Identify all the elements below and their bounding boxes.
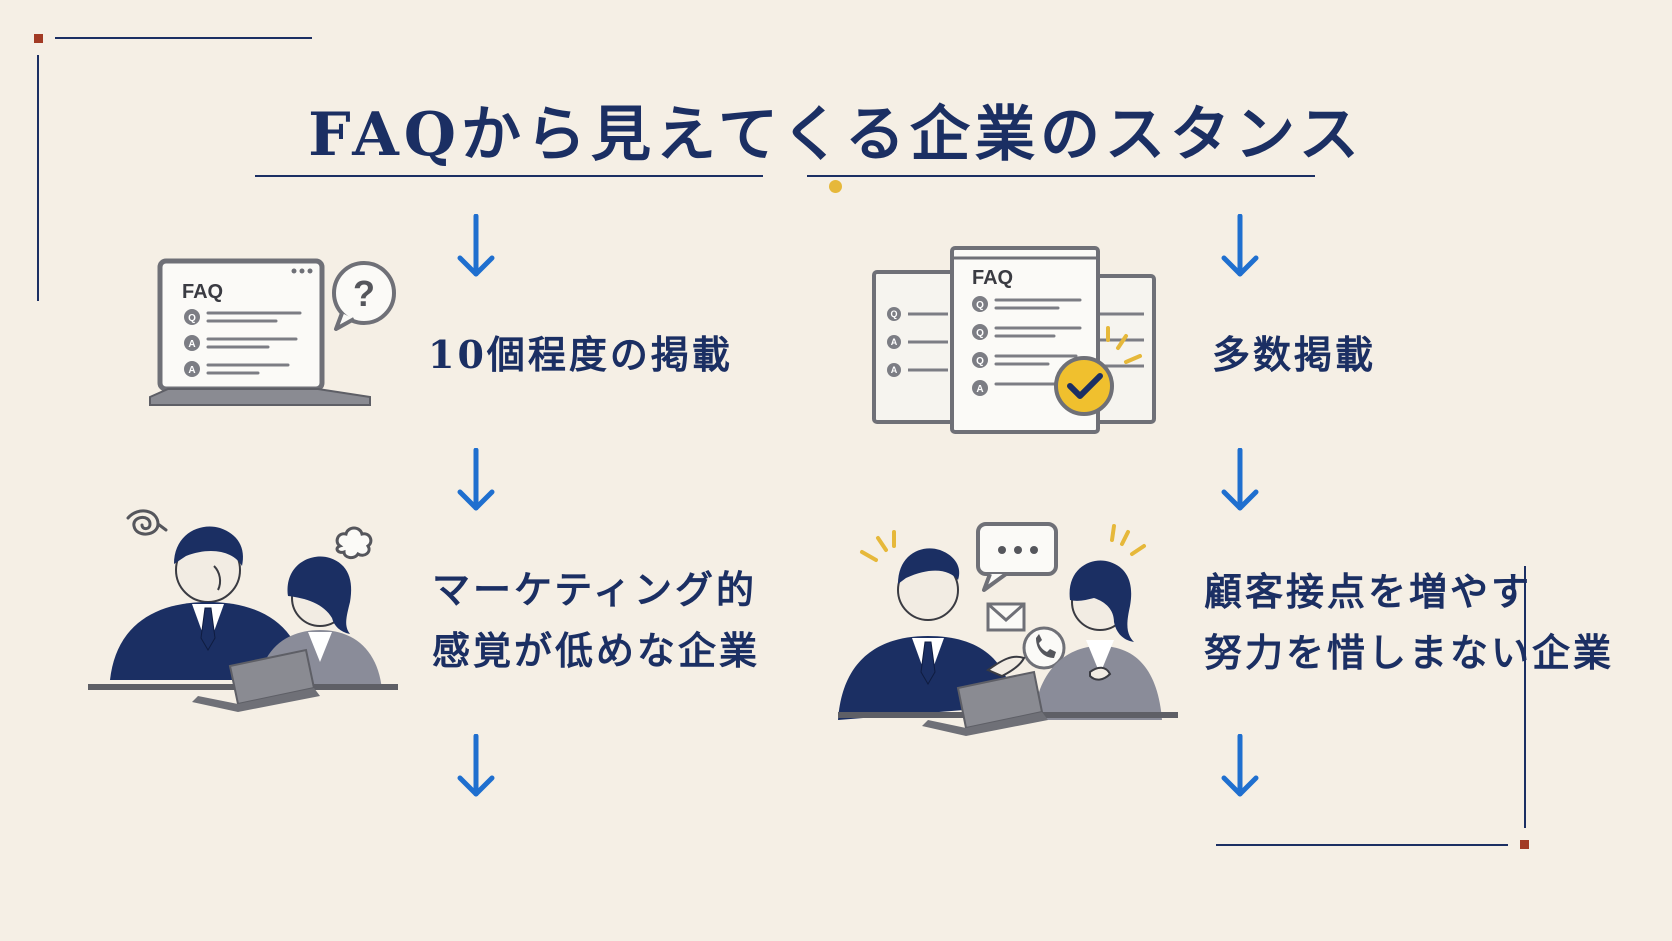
check-badge-icon — [1054, 326, 1142, 416]
svg-text:A: A — [891, 337, 898, 347]
left-step2-text: マーケティング的 感覚が低めな企業 — [432, 560, 760, 682]
chat-bubble-icon — [976, 522, 1058, 592]
sigh-puff-icon — [335, 526, 373, 560]
top-left-vertical-rule — [37, 55, 39, 301]
svg-text:A: A — [188, 365, 195, 376]
svg-text:Q: Q — [976, 356, 984, 367]
svg-text:A: A — [976, 384, 983, 395]
left-step2-line2: 感覚が低めな企業 — [432, 627, 761, 673]
title-dot — [829, 180, 842, 193]
documents-faq-label: FAQ — [972, 267, 1013, 289]
bottom-right-vertical-rule — [1524, 566, 1526, 828]
laptop-faq-label: FAQ — [182, 281, 223, 303]
down-arrow-icon — [1221, 214, 1259, 277]
svg-text:Q: Q — [976, 300, 984, 311]
faq-documents-illustration: Q A A FAQ Q Q Q A — [868, 244, 1158, 444]
svg-text:A: A — [891, 365, 898, 375]
right-step2-line1: 顧客接点を増やす — [1204, 569, 1533, 614]
right-step1-text: 多数掲載 — [1212, 332, 1377, 377]
down-arrow-icon — [457, 734, 495, 797]
down-arrow-icon — [1221, 734, 1259, 797]
stress-scribble-icon — [126, 509, 168, 536]
svg-text:Q: Q — [976, 328, 984, 339]
down-arrow-icon — [457, 214, 495, 277]
down-arrow-icon — [457, 448, 495, 511]
top-left-corner-square — [34, 34, 43, 43]
phone-icon — [1022, 626, 1066, 670]
page-title: FAQから見えてくる企業のスタンス — [308, 100, 1364, 170]
right-step2-text: 顧客接点を増やす 努力を惜しまない企業 — [1204, 562, 1614, 684]
left-step1-text: 10個程度の掲載 — [428, 332, 733, 377]
svg-text:Q: Q — [890, 309, 897, 319]
svg-text:Q: Q — [188, 313, 196, 324]
left-step2-line1: マーケティング的 — [432, 567, 757, 612]
title-underline-right — [807, 175, 1315, 177]
engaged-business-people-illustration — [838, 520, 1188, 800]
laptop-faq-illustration: FAQ Q A A ? — [148, 255, 408, 415]
troubled-business-people-illustration — [88, 500, 428, 760]
bottom-right-horizontal-rule — [1216, 844, 1508, 846]
down-arrow-icon — [1221, 448, 1259, 511]
right-step2-line2: 努力を惜しまない企業 — [1204, 629, 1615, 675]
svg-text:?: ? — [353, 273, 375, 314]
question-bubble-icon: ? — [332, 261, 396, 331]
bottom-right-corner-square — [1520, 840, 1529, 849]
title-underline-left — [255, 175, 763, 177]
mail-icon — [986, 602, 1026, 632]
top-left-horizontal-rule — [55, 37, 312, 39]
svg-text:A: A — [188, 339, 195, 350]
